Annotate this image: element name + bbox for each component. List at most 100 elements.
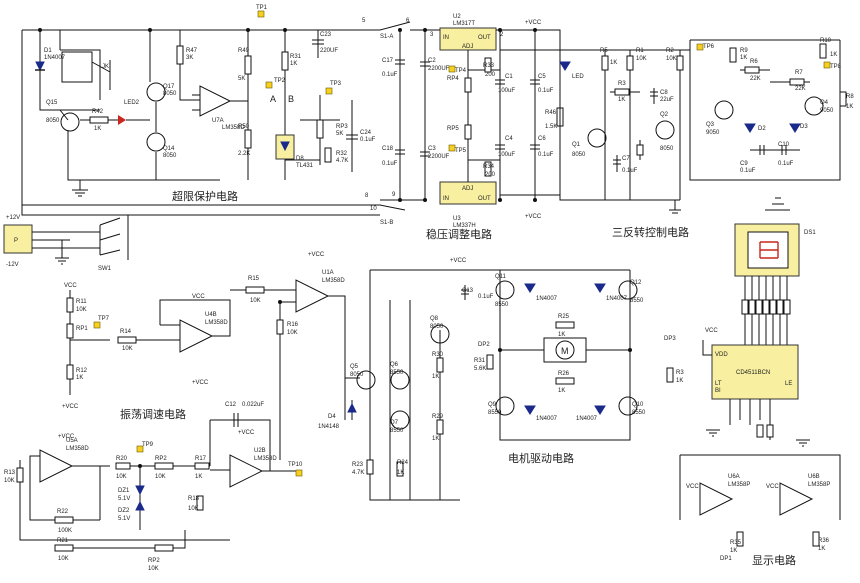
u2-pin2: 2 bbox=[500, 32, 504, 38]
q14-part: 8050 bbox=[163, 153, 177, 159]
r32-value: 4.7K bbox=[336, 158, 348, 164]
r33-value: 200 bbox=[485, 72, 496, 78]
r29-value: 1K bbox=[432, 436, 439, 442]
u3-out: OUT bbox=[478, 196, 491, 202]
top-bus bbox=[21, 21, 680, 260]
r29-label: R29 bbox=[432, 414, 444, 420]
u6b-label: U6B bbox=[808, 474, 820, 480]
q12-label: Q12 bbox=[630, 280, 642, 286]
c9-label: C9 bbox=[740, 161, 748, 167]
q15-part: 8050 bbox=[46, 118, 60, 124]
segment-resistors bbox=[741, 299, 791, 315]
dz2-value: 5.1V bbox=[118, 516, 130, 522]
q1-label: Q1 bbox=[572, 142, 581, 148]
cd4511-chip bbox=[711, 344, 799, 400]
q12-part: 8550 bbox=[630, 298, 644, 304]
tp3-point[interactable] bbox=[325, 87, 333, 95]
rp3-label: RP3 bbox=[336, 124, 348, 130]
r34-value: 200 bbox=[485, 172, 496, 178]
r2-label: R2 bbox=[666, 48, 674, 54]
q7-label: Q7 bbox=[390, 420, 399, 426]
r3m-value: 1K bbox=[676, 378, 683, 384]
tp2-point[interactable] bbox=[265, 81, 273, 89]
n12-label: -12V bbox=[6, 262, 19, 268]
q17-label: Q17 bbox=[163, 84, 175, 90]
c5-value: 0.1uF bbox=[538, 88, 554, 94]
d2-label: D2 bbox=[758, 126, 766, 132]
r10-label: R10 bbox=[820, 38, 832, 44]
c2-value: 2200UF bbox=[428, 66, 450, 72]
tp4-point[interactable] bbox=[448, 65, 456, 73]
osc-vcc1: VCC bbox=[64, 283, 77, 289]
u4b-label: U4B bbox=[205, 312, 217, 318]
r8-value: 1K bbox=[846, 104, 853, 110]
d1-diode bbox=[35, 61, 45, 72]
c18-label: C18 bbox=[382, 146, 394, 152]
r26-label: R26 bbox=[558, 371, 570, 377]
led2-diode bbox=[118, 115, 126, 125]
q4-transistor bbox=[804, 96, 824, 116]
tp7-label: TP7 bbox=[98, 316, 110, 322]
regulator-title: 稳压调整电路 bbox=[426, 227, 492, 241]
tp10-point[interactable] bbox=[295, 469, 303, 477]
q3-label: Q3 bbox=[706, 122, 715, 128]
r1-label: R1 bbox=[636, 48, 644, 54]
dz1-label: DZ1 bbox=[118, 488, 130, 494]
motor-dp2: DP2 bbox=[478, 342, 490, 348]
r17-value: 1K bbox=[195, 474, 202, 480]
q11-label: Q11 bbox=[495, 274, 507, 280]
q4-label: Q4 bbox=[820, 100, 829, 106]
q2-part: 8050 bbox=[660, 146, 674, 152]
d6-part: 1N4007 bbox=[606, 296, 628, 302]
q15-label: Q15 bbox=[46, 100, 58, 106]
c4-label: C4 bbox=[505, 136, 513, 142]
r3-value: 1K bbox=[618, 97, 625, 103]
r46-label: R46 bbox=[545, 110, 557, 116]
motor-symbol bbox=[555, 340, 575, 360]
tp9-point[interactable] bbox=[136, 445, 144, 453]
reg-vcc: +VCC bbox=[525, 20, 542, 26]
tp2-label: TP2 bbox=[274, 78, 286, 84]
r31m-value: 5.6K bbox=[474, 366, 486, 372]
motor-section: +VCC D4 1N4148 Q5 8050 R23 4.7K Q6 8550 … bbox=[318, 258, 684, 501]
r13-value: 10K bbox=[4, 478, 15, 484]
q2-transistor bbox=[655, 120, 675, 140]
c2-label: C2 bbox=[428, 58, 436, 64]
d5-part: 1N4007 bbox=[536, 296, 558, 302]
tp7-point[interactable] bbox=[93, 321, 101, 329]
dz1-diode bbox=[135, 485, 145, 496]
r30-label: R30 bbox=[432, 352, 444, 358]
point-a: A bbox=[270, 94, 276, 104]
power-connector[interactable] bbox=[3, 224, 33, 254]
u1a-label: U1A bbox=[322, 270, 334, 276]
tp1-point[interactable] bbox=[257, 10, 265, 18]
r24-value: 1K bbox=[397, 470, 404, 476]
q8-part: 8050 bbox=[430, 324, 444, 330]
r24-label: R24 bbox=[397, 460, 409, 466]
osc-vcc2: +VCC bbox=[62, 404, 79, 410]
q11-transistor bbox=[495, 280, 515, 300]
tp6-point[interactable] bbox=[696, 43, 704, 51]
r20-value: 10K bbox=[116, 474, 127, 480]
r3m-label: R3 bbox=[676, 370, 684, 376]
u4b-vcc: VCC bbox=[192, 294, 205, 300]
tp8-point[interactable] bbox=[823, 61, 831, 69]
u6b-vcc: VCC bbox=[766, 484, 779, 490]
relay-coil bbox=[61, 51, 93, 83]
u5a-vcc: +VCC bbox=[58, 434, 75, 440]
q14-label: Q14 bbox=[163, 146, 175, 152]
u3-in: IN bbox=[443, 196, 449, 202]
tp5-point[interactable] bbox=[448, 144, 456, 152]
reg-nvcc: +VCC bbox=[525, 214, 542, 220]
u2b-part: LM358D bbox=[254, 456, 277, 462]
d3-diode bbox=[789, 123, 801, 133]
led-indicator bbox=[559, 61, 571, 71]
r30-value: 1K bbox=[432, 374, 439, 380]
r14-value: 10K bbox=[122, 346, 133, 352]
r23-value: 4.7K bbox=[352, 470, 364, 476]
r42-value: 1K bbox=[94, 126, 101, 132]
r50-value: 2.2K bbox=[238, 151, 250, 157]
d5-diode bbox=[524, 283, 536, 293]
q10-part: 8550 bbox=[632, 410, 646, 416]
